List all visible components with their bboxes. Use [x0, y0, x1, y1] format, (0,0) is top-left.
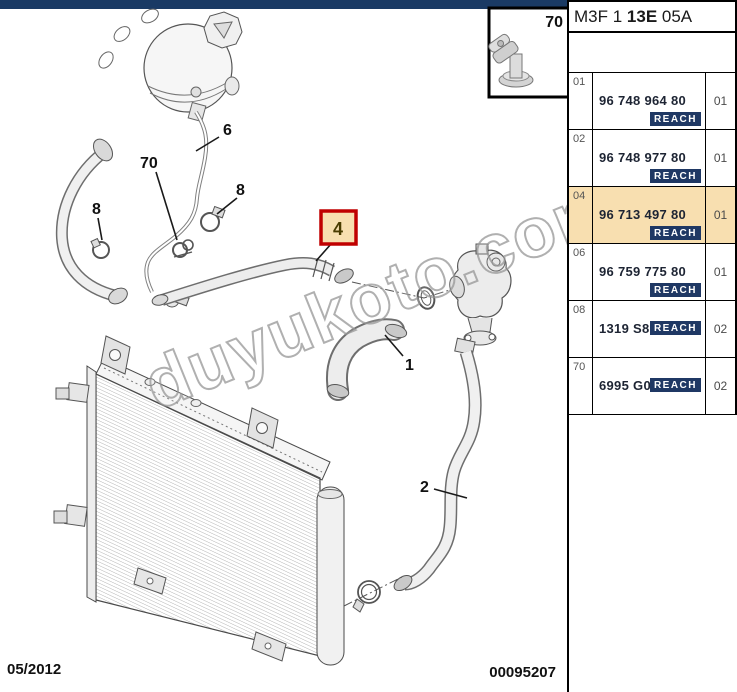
callout-2: 2	[420, 479, 468, 499]
bottom-hose-clamp	[343, 576, 403, 613]
part-row-01[interactable]: 01 96 748 964 80 REACH 01	[569, 73, 735, 130]
callout-8-right: 8	[216, 182, 245, 215]
reach-badge[interactable]: REACH	[649, 321, 701, 335]
part-number: 96 759 775 80	[599, 264, 687, 279]
ref-cell: 01	[569, 73, 593, 129]
hose-2-art	[393, 337, 482, 592]
reach-badge[interactable]: REACH	[649, 378, 701, 392]
qty-cell: 01	[705, 130, 735, 186]
part-row-04-selected[interactable]: 04 96 713 497 80 REACH 01	[569, 187, 735, 244]
clip-part-icon	[488, 33, 534, 88]
reach-badge[interactable]: REACH	[649, 283, 701, 297]
reach-badge[interactable]: REACH	[649, 169, 701, 183]
ref-cell: 70	[569, 358, 593, 414]
ref-cell: 04	[569, 187, 593, 243]
part-number: 6995 G0	[599, 378, 651, 393]
svg-text:6: 6	[223, 122, 232, 139]
part-number: 96 713 497 80	[599, 207, 687, 222]
top-navy-bar	[0, 0, 567, 9]
ref-cell: 06	[569, 244, 593, 300]
hose-1-art	[326, 318, 408, 401]
svg-text:8: 8	[92, 201, 101, 218]
svg-text:2: 2	[420, 479, 429, 496]
hose-4-art	[151, 257, 354, 306]
callout-6: 6	[195, 122, 232, 152]
degassing-pipe-art	[144, 110, 209, 308]
callout-8-left: 8	[92, 201, 103, 241]
date-label: 05/2012	[7, 661, 62, 678]
svg-text:8: 8	[236, 182, 245, 199]
reach-badge[interactable]: REACH	[649, 226, 701, 240]
parts-table: M3F 1 13E 05A 01 96 748 964 80 REACH 01 …	[569, 0, 737, 415]
radiator-bracket	[100, 335, 279, 449]
expansion-tank-art	[98, 8, 243, 123]
hose-clamp-left	[90, 237, 110, 259]
radiator-side-stub	[53, 382, 90, 527]
part-row-06[interactable]: 06 96 759 775 80 REACH 01	[569, 244, 735, 301]
panel-divider	[567, 0, 569, 692]
receiver-drier	[316, 486, 345, 666]
doc-number: 00095207	[489, 664, 556, 681]
thermostat-housing-art	[449, 243, 512, 346]
exploded-view-drawing: 70 6 70	[53, 6, 567, 666]
part-number: 1319 S8	[599, 321, 650, 336]
ref-cell: 08	[569, 301, 593, 357]
svg-text:70: 70	[140, 155, 158, 172]
reach-badge[interactable]: REACH	[649, 112, 701, 126]
left-hose-art	[55, 138, 128, 305]
qty-cell: 01	[705, 244, 735, 300]
part-row-70[interactable]: 70 6995 G0 REACH 02	[569, 358, 735, 415]
pipe-clip-70	[172, 239, 194, 258]
catalog-code-header: M3F 1 13E 05A	[569, 2, 735, 33]
diagram-area: 70 6 70	[0, 0, 567, 681]
qty-cell: 02	[705, 301, 735, 357]
part-row-02[interactable]: 02 96 748 977 80 REACH 01	[569, 130, 735, 187]
callout-70: 70	[140, 155, 178, 241]
ref-cell: 02	[569, 130, 593, 186]
catalog-code-suffix: 05A	[657, 6, 693, 26]
callout-4-label: 4	[333, 219, 343, 239]
radiator-art	[53, 335, 345, 666]
qty-cell: 01	[705, 73, 735, 129]
callout-4-selected[interactable]: 4	[315, 209, 358, 262]
header-spacer	[569, 33, 735, 72]
assembly-axis	[351, 281, 457, 299]
radiator-foot	[133, 567, 287, 662]
svg-text:1: 1	[405, 357, 414, 374]
part-row-08[interactable]: 08 1319 S8 REACH 02	[569, 301, 735, 358]
part-number: 96 748 964 80	[599, 93, 687, 108]
catalog-code-bold: 13E	[626, 6, 658, 26]
inset-label-70: 70	[545, 14, 563, 31]
inset-box-70: 70	[487, 6, 567, 99]
parts-panel: M3F 1 13E 05A 01 96 748 964 80 REACH 01 …	[569, 0, 737, 692]
gasket-ring	[416, 286, 436, 310]
part-number: 96 748 977 80	[599, 150, 687, 165]
qty-cell: 02	[705, 358, 735, 414]
callout-1: 1	[384, 334, 414, 374]
qty-cell: 01	[705, 187, 735, 243]
catalog-code-prefix: M3F 1	[574, 6, 627, 26]
